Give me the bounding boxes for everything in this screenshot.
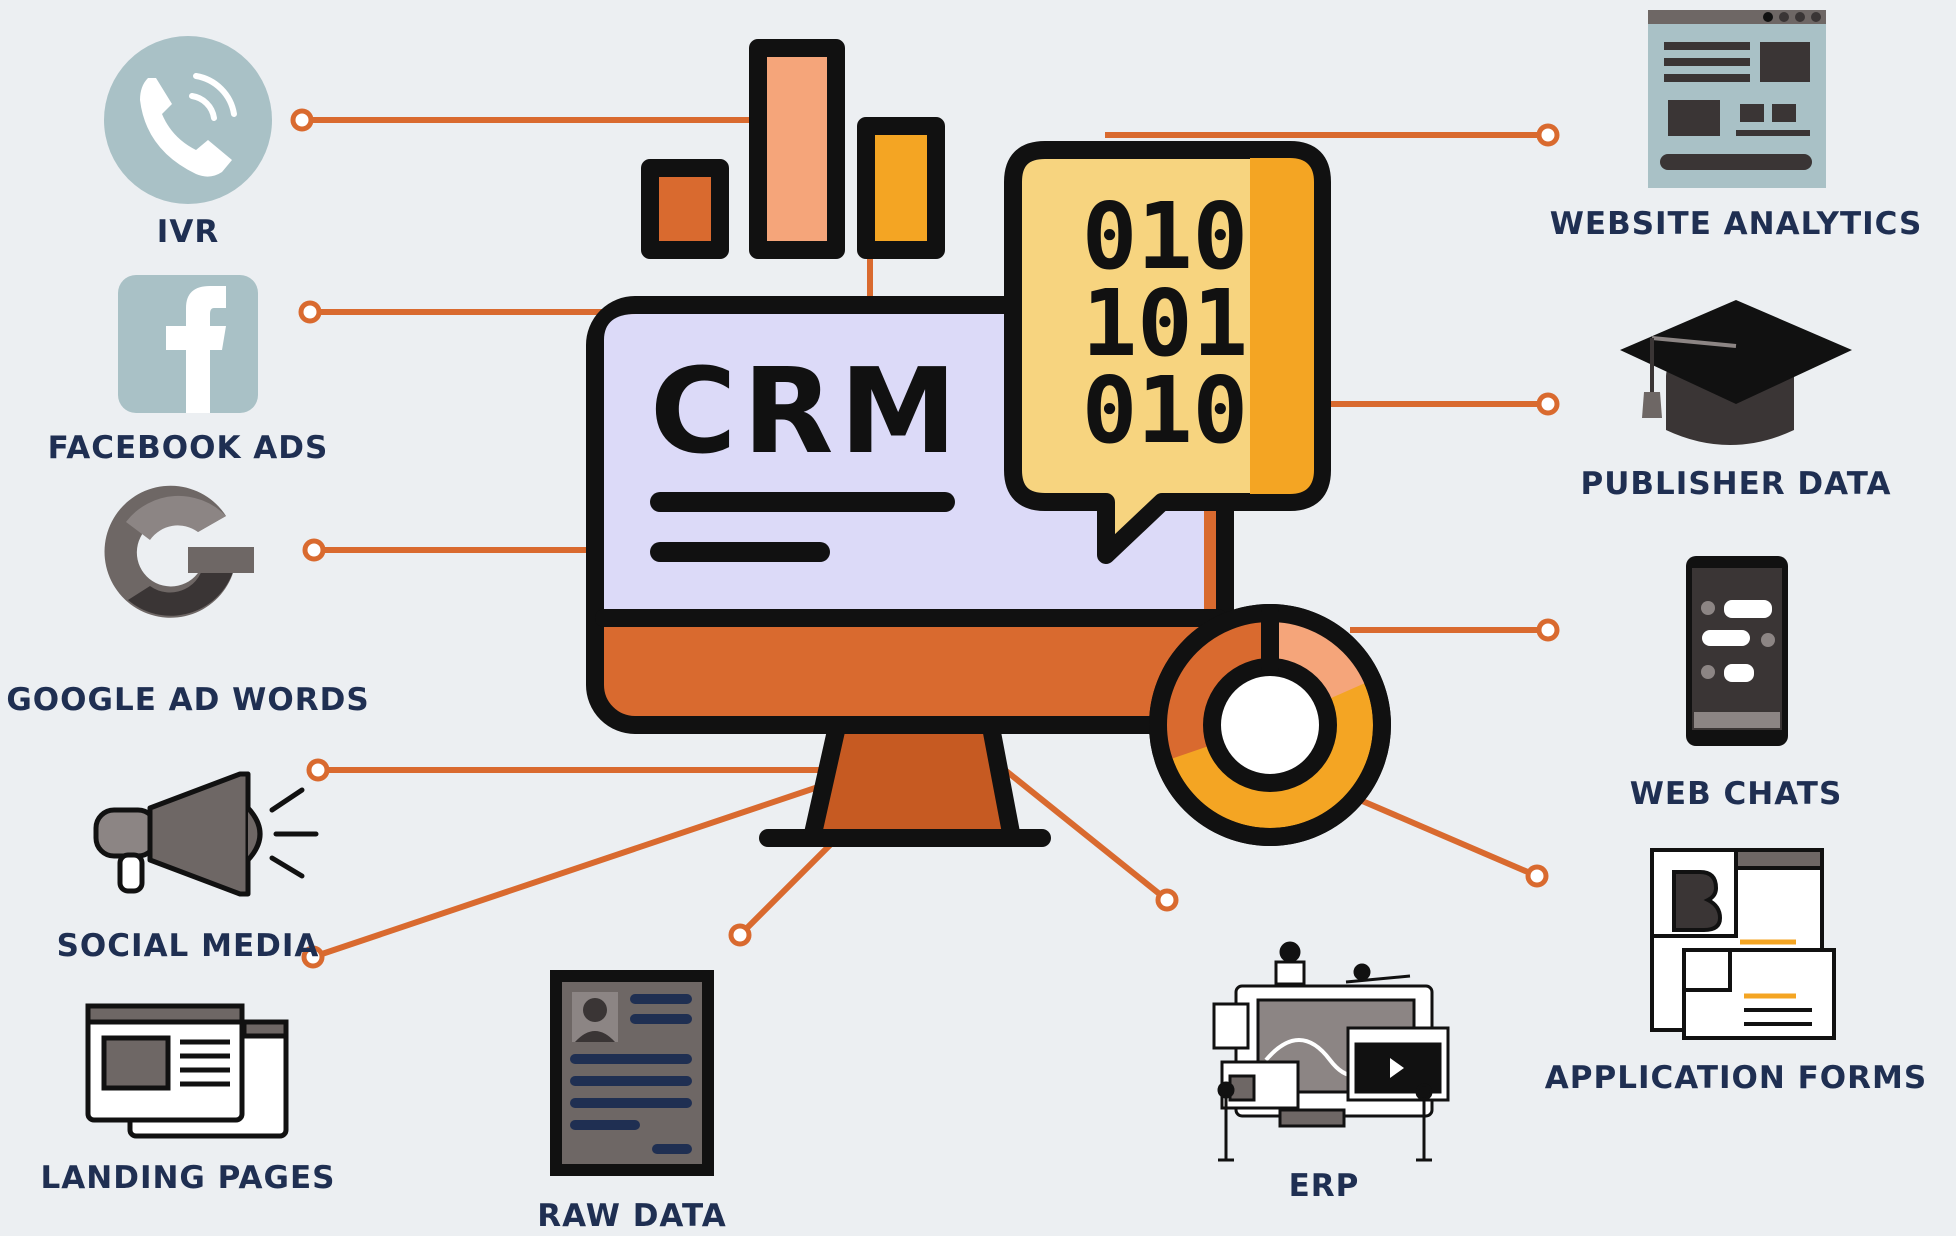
connector-endpoints	[290, 108, 1560, 969]
megaphone-icon	[93, 771, 319, 897]
connector-forms	[1358, 797, 1539, 879]
connectors	[302, 117, 1548, 960]
endpoint-google	[302, 538, 326, 562]
source-label-publisher-data: PUBLISHER DATA	[1580, 466, 1892, 502]
connector-erp	[978, 747, 1169, 903]
chat-phone-icon	[1686, 556, 1788, 746]
form-icon	[1650, 848, 1836, 1040]
landing-page-icon	[85, 1003, 289, 1139]
endpoint-social	[306, 758, 330, 782]
endpoint-forms	[1525, 864, 1549, 888]
source-label-web-chats: WEB CHATS	[1629, 776, 1843, 812]
connector-raw-data	[737, 842, 833, 938]
endpoint-webchats	[1536, 618, 1560, 642]
connector-landing	[312, 780, 831, 960]
binary-bubble-icon	[1004, 141, 1331, 564]
endpoint-facebook	[298, 300, 322, 324]
erp-illustration-icon	[1212, 941, 1450, 1162]
endpoint-website	[1536, 123, 1560, 147]
crm-illustration	[586, 39, 1391, 847]
source-label-facebook-ads: FACEBOOK ADS	[47, 430, 329, 466]
source-label-website-analytics: WEBSITE ANALYTICS	[1549, 206, 1923, 242]
source-label-ivr: IVR	[156, 214, 220, 250]
endpoint-erp	[1155, 888, 1179, 912]
binary-row-2: 101	[1082, 270, 1248, 377]
endpoint-ivr	[290, 108, 314, 132]
crm-title: CRM	[650, 342, 963, 480]
phone-icon	[104, 36, 272, 204]
endpoint-publisher	[1536, 392, 1560, 416]
document-icon	[550, 970, 714, 1176]
donut-chart-icon	[1149, 604, 1391, 846]
google-icon	[104, 485, 254, 618]
graduation-cap-icon	[1620, 300, 1852, 445]
source-label-erp: ERP	[1288, 1168, 1360, 1204]
facebook-icon	[118, 275, 258, 413]
source-label-raw-data: RAW DATA	[537, 1198, 727, 1234]
webpage-icon	[1648, 10, 1826, 188]
binary-row-1: 010	[1082, 183, 1248, 290]
source-label-application-forms: APPLICATION FORMS	[1544, 1060, 1928, 1096]
bar-chart-icon	[641, 39, 945, 259]
endpoint-landing	[301, 945, 325, 969]
source-label-landing-pages: LANDING PAGES	[40, 1160, 336, 1196]
monitor-stand	[803, 713, 1021, 847]
source-label-google-ad-words: GOOGLE AD WORDS	[6, 682, 370, 718]
binary-row-3: 010	[1082, 357, 1248, 464]
source-label-social-media: SOCIAL MEDIA	[56, 928, 320, 964]
endpoint-raw-data	[728, 923, 752, 947]
binary-digits: 010 101 010	[1082, 183, 1248, 464]
